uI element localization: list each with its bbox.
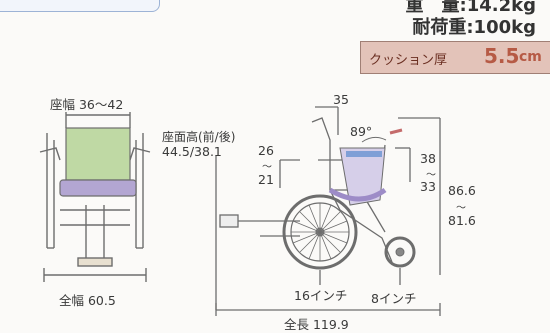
front-caster [384,236,416,268]
seat-height-value: 44.5/38.1 [162,144,222,159]
seat-width-label: 座幅 36〜42 [50,97,124,112]
cushion-thickness-badge: クッション厚 5.5 cm [360,41,550,74]
front-view-drawing [39,112,151,282]
side-seat-purple [328,187,387,202]
back-height-top: 38 [420,151,436,166]
load-capacity-spec: 耐荷重:100kg [412,17,536,38]
backrest-angle-label: 89° [350,124,373,139]
front-backrest-green [65,127,131,181]
cushion-unit: cm [519,49,542,65]
side-handle-red [389,128,403,135]
total-height-bottom: 81.6 [448,213,476,228]
backrest-angle-arc [361,136,387,143]
overall-length-label: 全長 119.9 [284,317,349,332]
overall-width-label: 全幅 60.5 [59,293,116,308]
total-height-sep: 〜 [456,203,466,214]
rear-wheel-size-label: 16インチ [294,288,348,303]
side-backrest-purple [339,147,386,206]
side-view-drawing [215,106,441,316]
rear-wheel [282,194,358,270]
armrest-height-sep: 〜 [262,162,272,173]
total-height-top: 86.6 [448,183,476,198]
armrest-height-top: 26 [258,143,274,158]
back-height-sep: 〜 [426,170,436,181]
seat-height-label: 座面高(前/後) [162,130,236,144]
side-seat-blue [346,151,382,157]
spec-note-box [0,0,160,12]
front-seat-purple [59,179,137,197]
handle-height-label: 35 [333,92,349,107]
front-wheel-size-label: 8インチ [371,291,417,306]
cushion-value: 5.5 [484,44,520,68]
armrest-height-bottom: 21 [258,172,274,187]
cushion-label: クッション厚 [369,53,448,68]
weight-spec: 重 量:14.2kg [405,0,536,16]
back-height-bottom: 33 [420,179,436,194]
